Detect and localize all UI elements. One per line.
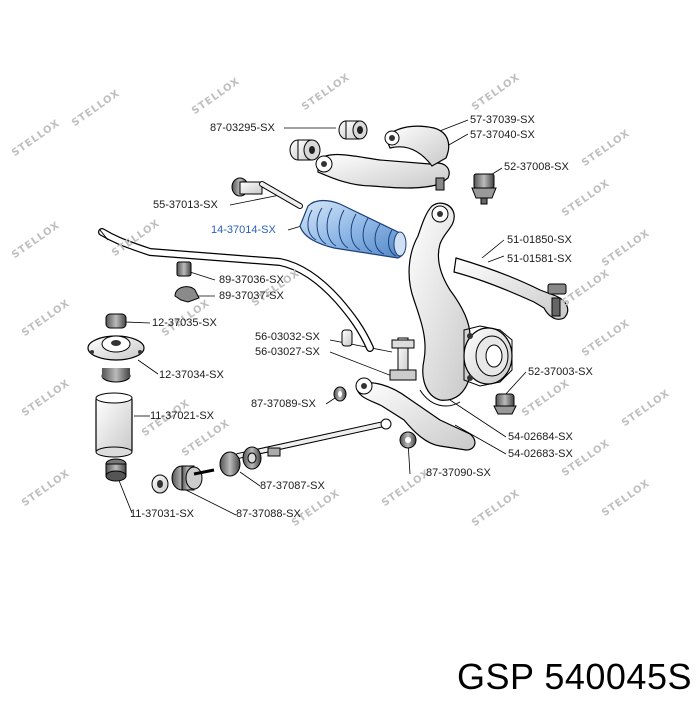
label-89-37036: 89-37036-SX — [219, 274, 284, 286]
tension-rod — [235, 418, 392, 459]
label-54-02683: 54-02683-SX — [508, 448, 573, 460]
label-12-37034: 12-37034-SX — [159, 369, 224, 381]
outer-tie-rod — [453, 257, 569, 320]
upper-control-arm — [315, 125, 450, 191]
label-11-37031: 11-37031-SX — [130, 508, 195, 520]
label-54-02684: 54-02684-SX — [508, 431, 573, 443]
label-55-37013: 55-37013-SX — [153, 199, 218, 211]
label-52-37008: 52-37008-SX — [504, 161, 569, 173]
footer-part-number: GSP 540045S — [456, 656, 692, 697]
label-12-37035: 12-37035-SX — [152, 317, 217, 329]
label-87-03295: 87-03295-SX — [210, 122, 275, 134]
label-87-37087: 87-37087-SX — [260, 480, 325, 492]
strut-mount — [87, 313, 145, 383]
tension-rod-bushings — [151, 446, 262, 494]
label-56-03027: 56-03027-SX — [255, 346, 320, 358]
upper-ball-joint — [471, 173, 497, 205]
steering-knuckle — [408, 202, 513, 407]
label-87-37090: 87-37090-SX — [426, 467, 491, 479]
leader-lines — [117, 119, 527, 516]
label-56-03032: 56-03032-SX — [255, 331, 320, 343]
lower-ball-joint — [493, 393, 517, 415]
label-87-37089: 87-37089-SX — [251, 398, 316, 410]
lower-control-arm — [333, 377, 476, 451]
stabilizer-bushing — [174, 261, 200, 303]
label-87-37088: 87-37088-SX — [236, 508, 301, 520]
bump-stop — [105, 458, 127, 482]
upper-arm-bushing — [289, 120, 368, 161]
label-51-01850: 51-01850-SX — [507, 234, 572, 246]
label-52-37003: 52-37003-SX — [528, 366, 593, 378]
label-51-01581: 51-01581-SX — [507, 253, 572, 265]
label-57-37040: 57-37040-SX — [470, 129, 535, 141]
steering-rack-boot — [299, 199, 407, 259]
inner-tie-rod — [231, 177, 303, 209]
stabilizer-bar — [98, 228, 374, 352]
label-11-37021: 11-37021-SX — [150, 410, 215, 422]
label-57-37039: 57-37039-SX — [470, 114, 535, 126]
stabilizer-link — [341, 329, 417, 381]
label-89-37037: 89-37037-SX — [219, 290, 284, 302]
strut-boot — [95, 392, 133, 458]
label-14-37014: 14-37014-SX — [211, 224, 276, 236]
